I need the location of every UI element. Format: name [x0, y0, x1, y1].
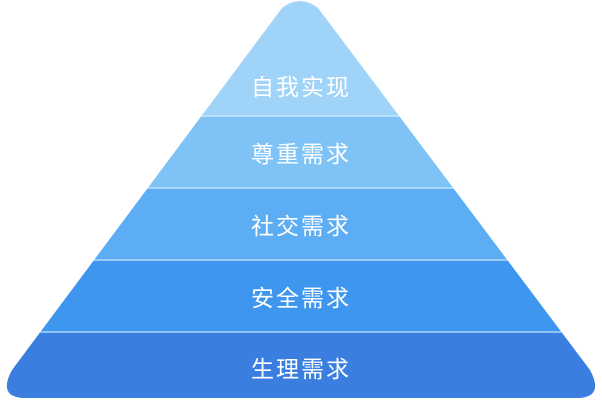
level-label-safety: 安全需求: [251, 286, 351, 312]
divider: [6, 331, 596, 333]
level-label-esteem: 尊重需求: [251, 142, 351, 168]
level-label-self-actualization: 自我实现: [251, 75, 351, 101]
divider: [6, 259, 596, 261]
divider: [6, 187, 596, 189]
level-label-physiological: 生理需求: [251, 357, 351, 383]
level-physiological: [6, 332, 596, 398]
level-safety: [6, 260, 596, 332]
divider: [6, 115, 596, 117]
level-label-social: 社交需求: [251, 214, 351, 240]
